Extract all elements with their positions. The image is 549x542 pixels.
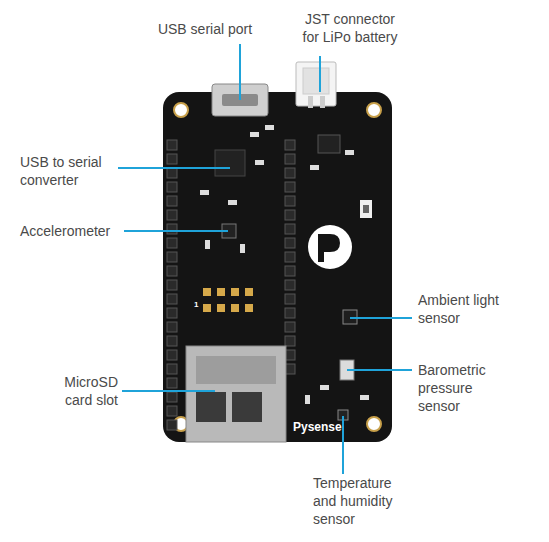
pin-number: 1	[194, 300, 204, 310]
converter-label: USB to serial converter	[20, 153, 120, 189]
connector-label: JST connector for LiPo battery	[295, 10, 405, 46]
sensor-label: Barometric pressure sensor	[418, 361, 503, 415]
board-name: Pysense	[293, 420, 353, 434]
sensor-label: Accelerometer	[20, 222, 130, 240]
sensor-label: Temperature and humidity sensor	[313, 474, 413, 528]
port-label: USB serial port	[145, 20, 265, 38]
sensor-label: Ambient light sensor	[418, 291, 523, 327]
slot-label: MicroSD card slot	[40, 373, 118, 409]
leader-lines	[118, 44, 412, 474]
